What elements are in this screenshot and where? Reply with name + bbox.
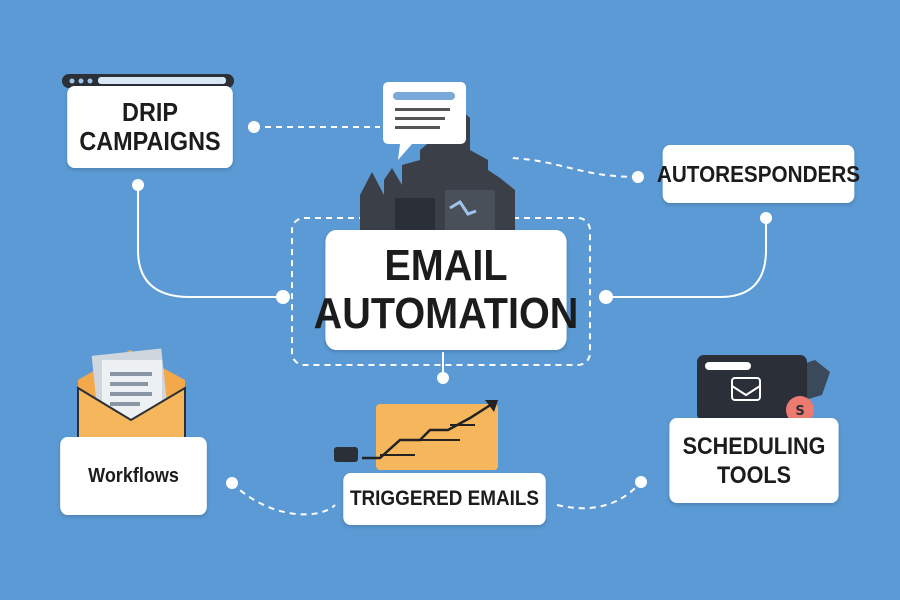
workflows-label: Workflows xyxy=(88,464,179,487)
city-skyline-icon xyxy=(360,100,515,230)
envelope-icon xyxy=(77,348,186,441)
scheduling-line2: TOOLS xyxy=(716,461,791,489)
center-line1: EMAIL xyxy=(384,241,508,290)
node-scheduling-tools[interactable]: SCHEDULING TOOLS xyxy=(669,418,839,503)
autoresponders-label: AUTORESPONDERS xyxy=(656,160,861,187)
node-workflows[interactable]: Workflows xyxy=(60,437,207,515)
center-line2: AUTOMATION xyxy=(313,289,579,338)
connector-auto-center xyxy=(606,218,767,298)
triggered-label: TRIGGERED EMAILS xyxy=(349,487,539,510)
center-email-automation[interactable]: EMAIL AUTOMATION xyxy=(314,230,578,350)
drip-line2: CAMPAIGNS xyxy=(79,126,221,156)
node-drip-campaigns[interactable]: DRIP CAMPAIGNS xyxy=(67,86,233,168)
drip-line1: DRIP xyxy=(122,97,178,127)
svg-text:S: S xyxy=(795,404,804,419)
schedule-card-icon: S xyxy=(697,355,830,424)
growth-chart-card-icon xyxy=(334,400,498,470)
connector-triggered-scheduling xyxy=(556,481,642,510)
scheduling-line1: SCHEDULING xyxy=(682,432,826,460)
connector-workflows-triggered xyxy=(231,482,336,516)
chat-bubble-icon xyxy=(383,82,466,160)
browser-bar-icon xyxy=(62,74,234,88)
node-autoresponders[interactable]: AUTORESPONDERS xyxy=(657,145,860,203)
node-triggered-emails[interactable]: TRIGGERED EMAILS xyxy=(343,473,546,525)
connector-drip-center xyxy=(137,185,283,298)
connector-autoresponders xyxy=(509,157,639,178)
